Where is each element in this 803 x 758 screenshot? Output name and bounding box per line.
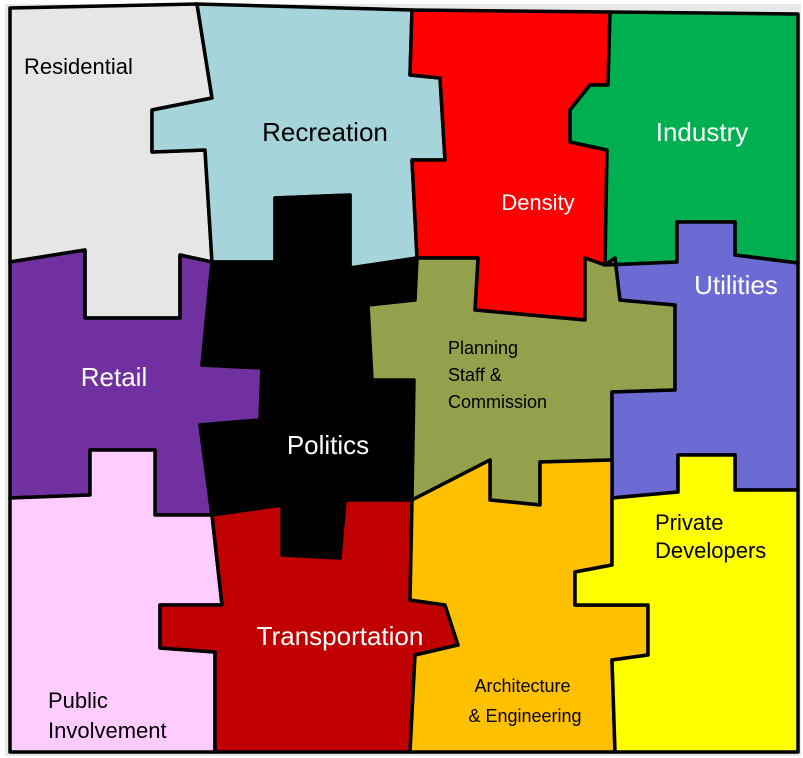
- label-residential: Residential: [24, 54, 133, 79]
- label-private-developers: Private Developers: [655, 510, 766, 563]
- piece-private-developers: [573, 453, 800, 754]
- label-planning: Planning Staff & Commission: [448, 338, 547, 412]
- label-politics: Politics: [287, 430, 369, 460]
- label-retail: Retail: [81, 362, 147, 392]
- label-utilities: Utilities: [694, 270, 778, 300]
- label-recreation: Recreation: [262, 117, 388, 147]
- label-public-involvement: Public Involvement: [48, 688, 167, 743]
- label-density: Density: [501, 190, 574, 215]
- label-transportation: Transportation: [257, 621, 424, 651]
- label-architecture: Architecture & Engineering: [468, 676, 581, 726]
- label-industry: Industry: [656, 117, 749, 147]
